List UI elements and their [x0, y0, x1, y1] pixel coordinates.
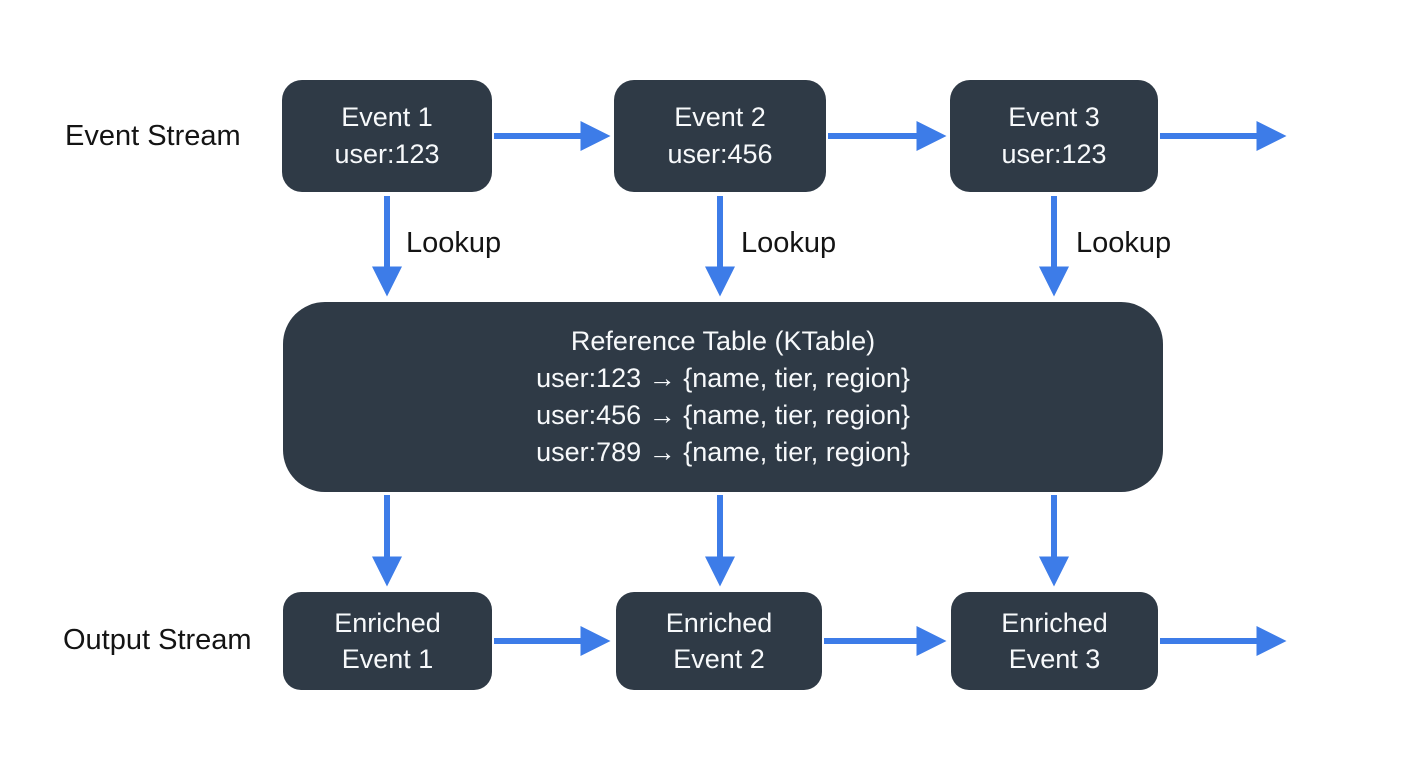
- event-2-key: user:456: [667, 139, 773, 169]
- reference-table-entry-1: user:123 → {name, tier, region}: [536, 363, 910, 393]
- event-stream-row-label: Event Stream: [65, 120, 241, 152]
- lookup-label-1: Lookup: [406, 227, 502, 259]
- enriched-event-2-line1: Enriched: [665, 608, 773, 638]
- enriched-event-1-node: Enriched Event 1: [283, 592, 492, 690]
- reference-table-node: Reference Table (KTable) user:123 → {nam…: [283, 302, 1163, 492]
- enriched-event-2-node: Enriched Event 2: [616, 592, 822, 690]
- event-1-title: Event 1: [341, 102, 433, 132]
- event-2-node: Event 2 user:456: [614, 80, 826, 192]
- enriched-event-2-line2: Event 2: [673, 644, 765, 674]
- event-1-node: Event 1 user:123: [282, 80, 492, 192]
- enriched-event-1-line2: Event 1: [341, 644, 434, 674]
- reference-table-entry-2: user:456 → {name, tier, region}: [536, 400, 910, 430]
- output-stream-row-label: Output Stream: [63, 624, 252, 656]
- enriched-event-3-line2: Event 3: [1008, 644, 1101, 674]
- reference-table-entry-3: user:789 → {name, tier, region}: [536, 437, 910, 467]
- event-3-node: Event 3 user:123: [950, 80, 1158, 192]
- enriched-event-1-line1: Enriched: [334, 608, 441, 638]
- enriched-event-3-node: Enriched Event 3: [951, 592, 1158, 690]
- event-3-key: user:123: [1001, 139, 1107, 169]
- lookup-label-2: Lookup: [741, 227, 837, 259]
- lookup-label-3: Lookup: [1076, 227, 1172, 259]
- enriched-event-3-line1: Enriched: [1001, 608, 1108, 638]
- event-1-key: user:123: [334, 139, 440, 169]
- event-2-title: Event 2: [674, 102, 766, 132]
- event-3-title: Event 3: [1008, 102, 1100, 132]
- reference-table-title: Reference Table (KTable): [570, 326, 876, 356]
